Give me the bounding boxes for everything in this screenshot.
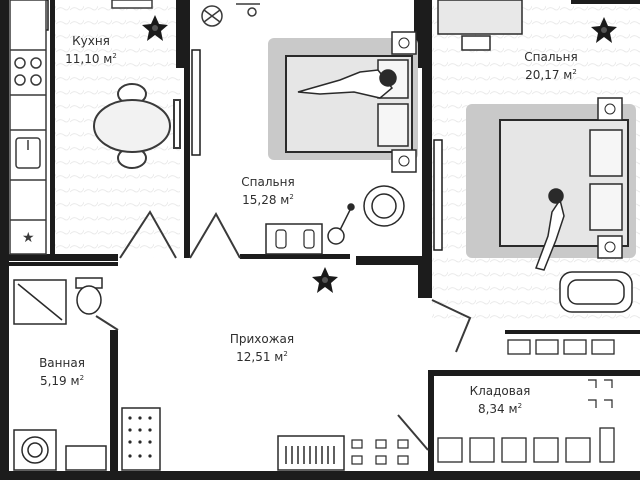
star-icon: ★ [22, 230, 35, 246]
room-name: Ванная [39, 356, 85, 370]
room-area: 15,28 м2 [242, 193, 294, 207]
room-label-kitchen: Кухня 11,10 м2 [56, 34, 126, 67]
room-label-bathroom: Ванная 5,19 м2 [24, 356, 100, 389]
doors [95, 210, 472, 451]
room-name: Спальня [241, 175, 295, 189]
desk [437, 0, 523, 51]
person-icon [297, 69, 397, 99]
chandelier-icon [236, 3, 260, 17]
bed-icon [268, 31, 418, 173]
room-area: 12,51 м2 [236, 350, 288, 364]
storage-shelves [437, 339, 615, 463]
room-area: 11,10 м2 [65, 52, 117, 66]
bed-icon [466, 97, 636, 259]
room-name: Кухня [72, 34, 110, 48]
fan-icon [201, 5, 223, 27]
kitchen-furniture: ★ [9, 0, 47, 255]
shower-icon [13, 279, 67, 325]
room-area: 8,34 м2 [477, 402, 523, 416]
floor-lamp-icon [327, 203, 355, 245]
person-icon [535, 188, 565, 271]
coat-hooks [351, 439, 409, 465]
bathtub-icon [559, 271, 633, 313]
room-area: 5,19 м2 [39, 374, 85, 388]
room-area: 20,17 м2 [525, 68, 577, 82]
dresser [265, 223, 323, 255]
sink-icon [15, 137, 41, 169]
room-name: Кладовая [469, 384, 531, 398]
bathroom-wall [8, 262, 118, 266]
room-name: Спальня [524, 50, 578, 64]
room-label-bedroom-large: Спальня 20,17 м2 [506, 50, 596, 83]
bench [277, 435, 345, 471]
room-name: Прихожая [229, 332, 295, 346]
radiator [111, 0, 153, 9]
toilet-icon [75, 277, 103, 315]
room-label-storage: Кладовая 8,34 м2 [452, 384, 548, 417]
dining-table-icon [93, 83, 181, 169]
washing-machine-icon [13, 429, 57, 471]
storage-hooks [588, 379, 613, 408]
shoe-rack-dots [128, 416, 152, 458]
stove-icon [14, 57, 42, 86]
armchair-icon [363, 185, 405, 227]
room-label-hallway: Прихожая 12,51 м2 [214, 332, 310, 365]
room-label-bedroom-small: Спальня 15,28 м2 [226, 175, 310, 208]
bath-sink [65, 445, 107, 471]
